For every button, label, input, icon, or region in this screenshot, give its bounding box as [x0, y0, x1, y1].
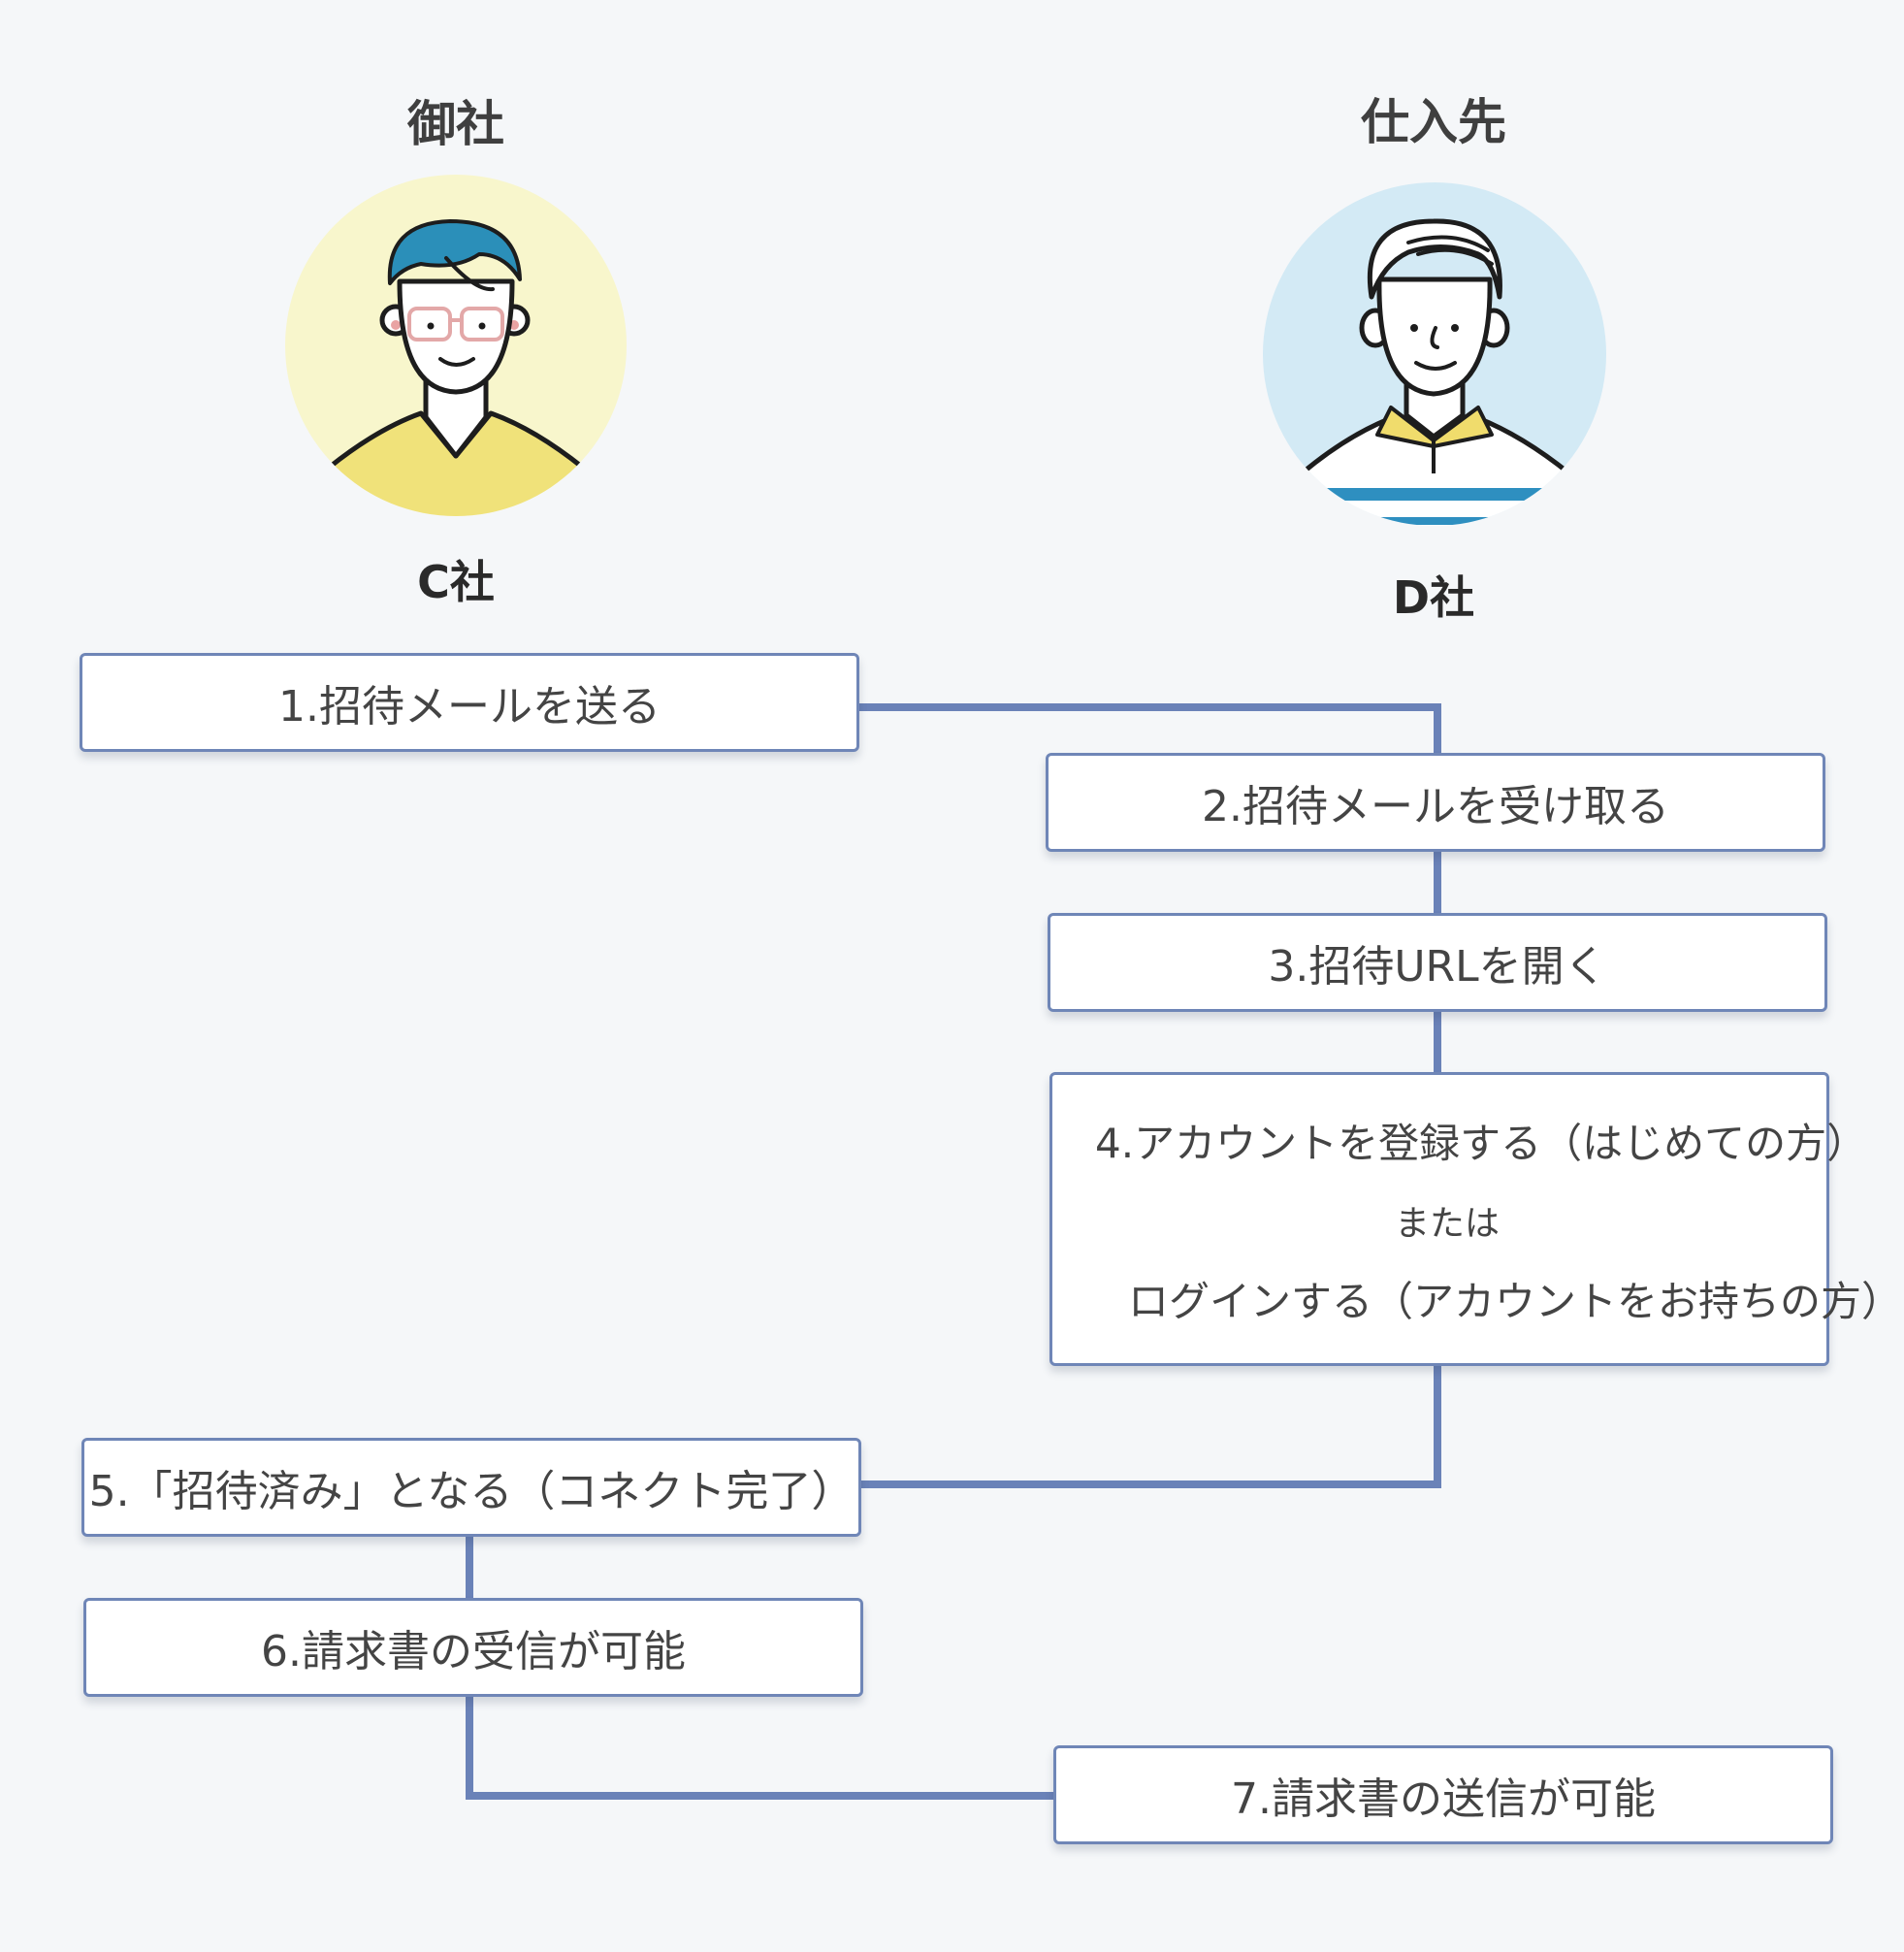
step-7-box: 7.請求書の送信が可能 — [1053, 1745, 1833, 1844]
step-5-box: 5.「招待済み」となる（コネクト完了） — [81, 1438, 861, 1537]
connector-1-2 — [858, 703, 1441, 755]
step-3-box: 3.招待URLを開く — [1048, 913, 1827, 1012]
step-1-box: 1.招待メールを送る — [80, 653, 859, 752]
person-collar-icon — [1299, 218, 1572, 526]
step-7-label: 7.請求書の送信が可能 — [1231, 1774, 1656, 1824]
step-4-register-label: 4.アカウントを登録する（はじめての方） — [1095, 1119, 1868, 1167]
step-4-or-label: または — [1394, 1203, 1500, 1244]
step-1-label: 1.招待メールを送る — [278, 682, 661, 732]
step-2-label: 2.招待メールを受け取る — [1202, 782, 1669, 831]
step-4-box: 4.アカウントを登録する（はじめての方） または ログインする（アカウントをお持… — [1049, 1072, 1903, 1366]
party-title-right: 仕入先 — [1361, 94, 1506, 150]
step-5-label: 5.「招待済み」となる（コネクト完了） — [88, 1467, 855, 1516]
party-name-left: C社 — [417, 556, 495, 608]
avatar-c-company — [285, 175, 627, 516]
party-name-right: D社 — [1392, 571, 1475, 624]
step-3-label: 3.招待URLを開く — [1268, 942, 1607, 992]
person-glasses-icon — [324, 219, 588, 516]
step-2-box: 2.招待メールを受け取る — [1046, 753, 1825, 852]
step-6-box: 6.請求書の受信が可能 — [83, 1598, 863, 1697]
step-6-label: 6.請求書の受信が可能 — [261, 1627, 686, 1676]
avatar-d-company — [1263, 182, 1606, 526]
step-4-login-label: ログインする（アカウントをお持ちの方） — [1128, 1277, 1903, 1325]
connector-4-5 — [861, 1366, 1441, 1488]
connector-6-7 — [466, 1697, 1055, 1800]
party-title-left: 御社 — [407, 96, 504, 152]
